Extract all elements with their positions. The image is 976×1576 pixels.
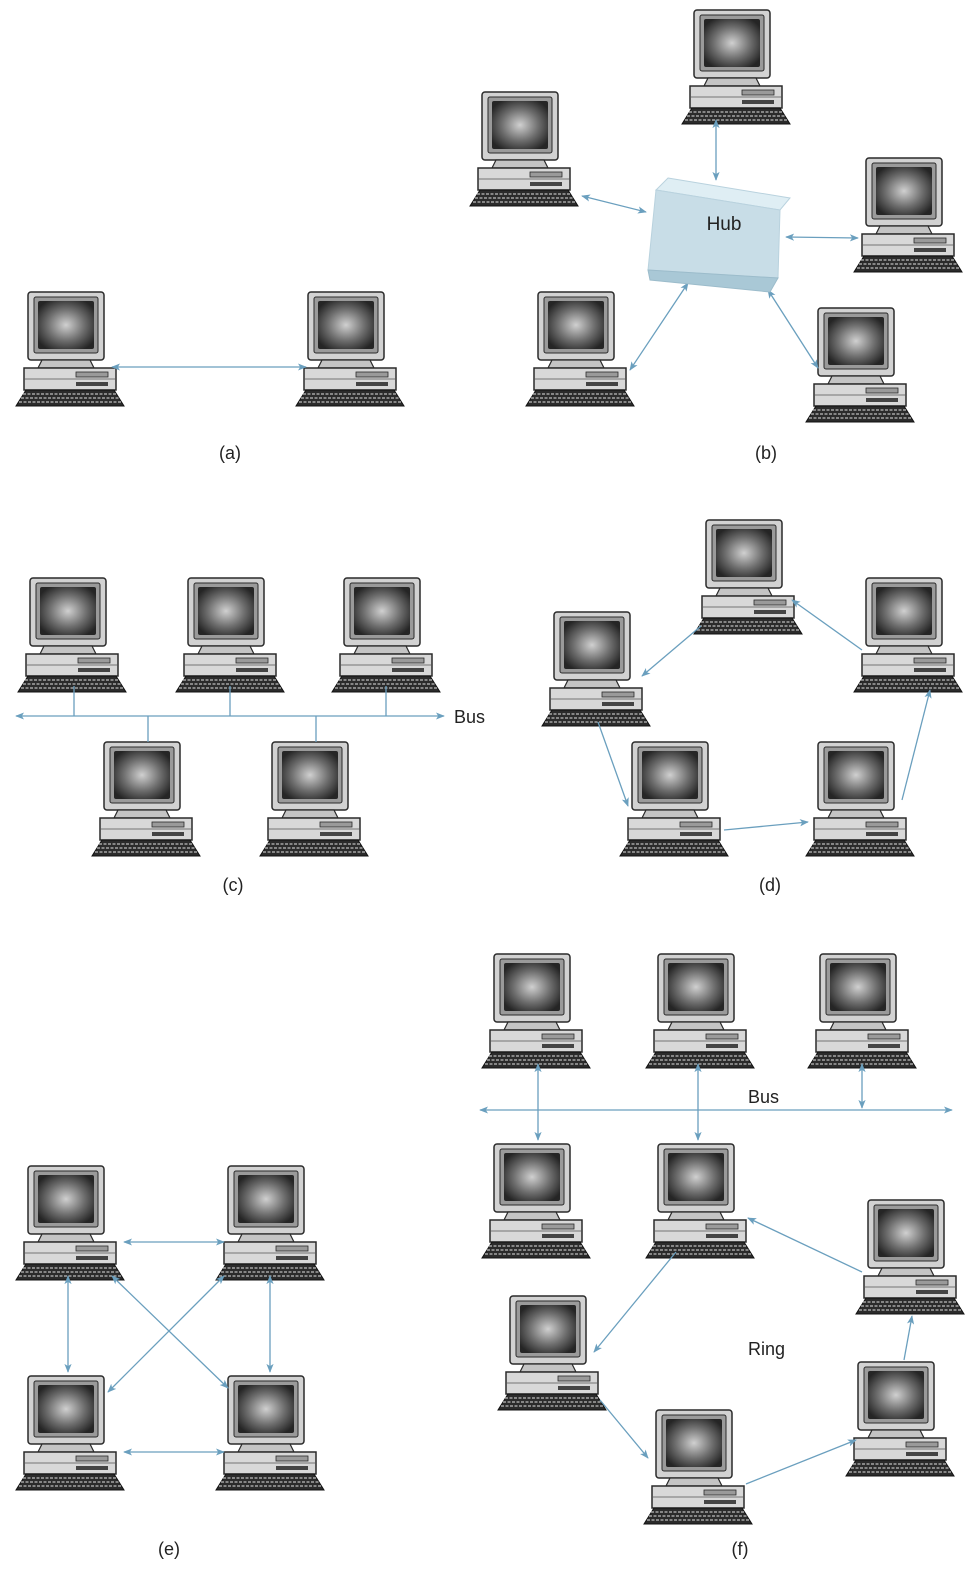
caption-c: (c) [223,875,244,895]
computer-icon [331,577,441,693]
connection-link [581,194,647,214]
computer-icon [855,1199,965,1315]
computer-icon [259,741,369,857]
caption-b: (b) [755,443,777,463]
computer-icon [91,741,201,857]
computer-icon [15,291,125,407]
connection-link [767,289,819,369]
computer-icon [645,953,755,1069]
connection-link [107,1275,225,1393]
computer-icon [15,1375,125,1491]
ring-label-f: Ring [748,1339,785,1359]
connection-link [791,599,863,651]
caption-d: (d) [759,875,781,895]
computer-icon [643,1409,753,1525]
connection-link [641,625,702,677]
computer-icon [845,1361,955,1477]
connection-link [629,282,689,371]
computer-icon [481,953,591,1069]
connection-link [903,1315,915,1361]
computer-icon [805,307,915,423]
computer-icon [807,953,917,1069]
computer-icon [215,1165,325,1281]
computer-icon [295,291,405,407]
connection-link [745,1439,857,1485]
caption-a: (a) [219,443,241,463]
computer-icon [645,1143,755,1259]
hub-box-icon: Hub [647,177,791,293]
computer-icon [619,741,729,857]
connection-link [599,1399,649,1459]
computer-icon [805,741,915,857]
connection-link [901,689,932,801]
computer-icon [215,1375,325,1491]
connection-link [593,1251,677,1353]
computer-icon [481,1143,591,1259]
computer-icon [681,9,791,125]
bus-label-c: Bus [454,707,485,727]
computer-icon [693,519,803,635]
computer-icon [497,1295,607,1411]
caption-e: (e) [158,1539,180,1559]
computer-icon [853,577,963,693]
connection-link [723,819,809,831]
bus-label-f: Bus [748,1087,779,1107]
connection-link [785,233,859,242]
connection-link [597,721,629,807]
computer-icon [525,291,635,407]
connection-link [747,1217,863,1273]
computer-icon [15,1165,125,1281]
computer-icon [17,577,127,693]
computer-icon [175,577,285,693]
caption-f: (f) [732,1539,749,1559]
computer-icon [469,91,579,207]
computer-icon [853,157,963,273]
hub-label: Hub [707,214,742,235]
computer-icon [541,611,651,727]
